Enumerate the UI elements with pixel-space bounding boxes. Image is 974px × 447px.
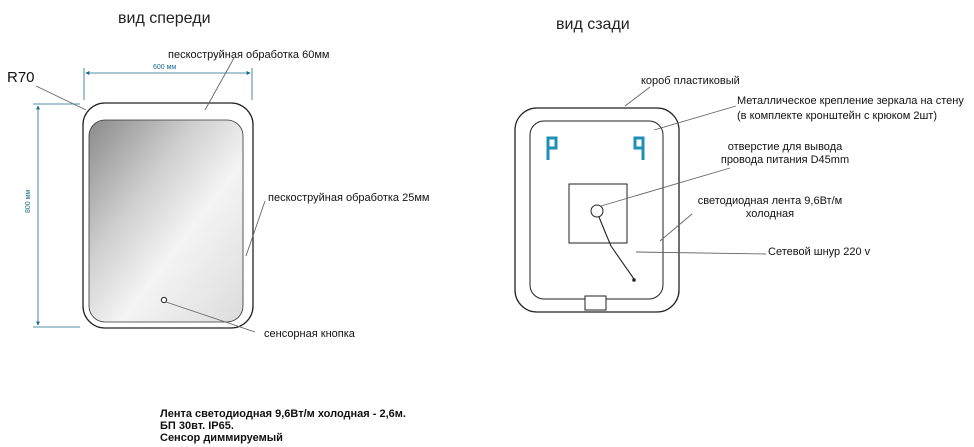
- led-strip-note-line1: светодиодная лента 9,6Вт/м: [697, 195, 843, 207]
- power-hole-note-line1: отверстие для вывода: [727, 141, 843, 153]
- mount-note-line1: Металлическое крепление зеркала на стену: [737, 95, 964, 107]
- leader-power-cord: [635, 251, 767, 255]
- height-dimension: [33, 103, 80, 328]
- power-hole-icon: [590, 204, 604, 218]
- sensor-button-icon: [160, 296, 168, 304]
- leader-plastic-box: [624, 86, 651, 107]
- leader-sandblast-60: [204, 57, 235, 111]
- wall-bracket-left-icon: [546, 136, 558, 160]
- front-mirror-glass: [88, 119, 244, 323]
- spec-led-strip: Лента светодиодная 9,6Вт/м холодная - 2,…: [160, 408, 406, 420]
- power-cord-wire: [598, 216, 635, 280]
- sandblast-25-note: пескоструйная обработка 25мм: [268, 192, 430, 204]
- back-view-title: вид сзади: [556, 16, 630, 33]
- leader-led-strip: [659, 213, 693, 242]
- driver-box: [584, 295, 607, 311]
- power-cord-note: Сетевой шнур 220 v: [768, 246, 871, 258]
- led-strip-note-line2: холодная: [745, 208, 795, 220]
- width-dimension-label: 600 мм: [153, 64, 177, 71]
- leader-sandblast-25: [245, 200, 266, 257]
- power-hole-panel: [568, 183, 628, 244]
- radius-label: R70: [7, 69, 35, 86]
- plastic-box-note: короб пластиковый: [641, 75, 740, 87]
- leader-r70: [35, 85, 87, 111]
- power-hole-note-line2: провода питания D45mm: [720, 154, 850, 166]
- leader-sensor-button: [165, 301, 256, 333]
- spec-sensor: Сенсор диммируемый: [160, 432, 283, 444]
- sandblast-60-note: пескоструйная обработка 60мм: [168, 49, 330, 61]
- height-dimension-label: 800 мм: [25, 189, 32, 213]
- mount-note-line2: (в комплекте кронштейн с крюком 2шт): [737, 110, 938, 122]
- front-view: [33, 57, 266, 333]
- leader-power-hole: [600, 167, 731, 207]
- spec-power-supply: БП 30вт. IP65.: [160, 420, 234, 432]
- wall-bracket-right-icon: [633, 136, 645, 160]
- sensor-button-note: сенсорная кнопка: [264, 328, 355, 340]
- width-dimension: [83, 68, 253, 100]
- front-view-title: вид спереди: [118, 10, 211, 27]
- back-view: [514, 86, 767, 313]
- leader-mount: [653, 105, 737, 131]
